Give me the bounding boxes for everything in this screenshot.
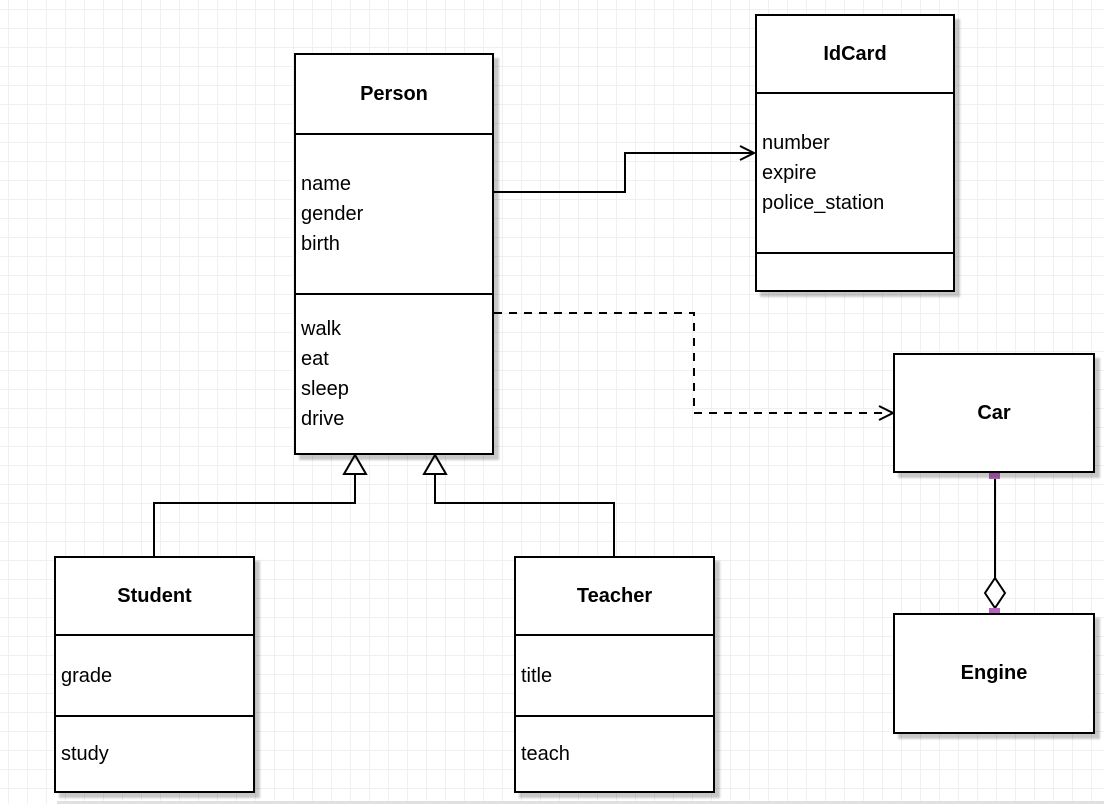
class-engine[interactable]: Engine	[893, 613, 1095, 734]
class-person[interactable]: Person name gender birth walk eat sleep …	[294, 53, 494, 455]
class-person-methods: walk eat sleep drive	[296, 293, 492, 453]
class-idcard[interactable]: IdCard number expire police_station	[755, 14, 955, 292]
page-edge	[57, 801, 1104, 804]
edge-person-idcard[interactable]	[494, 152, 752, 193]
method-row: study	[61, 743, 109, 765]
class-student-title: Student	[117, 584, 192, 607]
generalization-triangle-student-icon	[342, 453, 368, 475]
attribute-row: gender	[301, 203, 364, 225]
class-car[interactable]: Car	[893, 353, 1095, 473]
method-row: walk	[301, 318, 342, 340]
class-teacher[interactable]: Teacher title teach	[514, 556, 715, 793]
connection-point-car[interactable]	[989, 468, 1000, 479]
method-row: sleep	[301, 378, 349, 400]
method-row: drive	[301, 408, 345, 430]
attribute-row: title	[521, 664, 553, 687]
method-row: eat	[301, 348, 329, 370]
class-teacher-attributes: title	[516, 634, 713, 715]
attribute-row: expire	[762, 162, 817, 184]
class-idcard-title: IdCard	[823, 42, 887, 65]
class-teacher-methods: teach	[516, 715, 713, 791]
class-person-title: Person	[360, 82, 428, 105]
attribute-row: birth	[301, 233, 340, 255]
class-student[interactable]: Student grade study	[54, 556, 255, 793]
class-student-attributes: grade	[56, 634, 253, 715]
class-idcard-attributes: number expire police_station	[757, 92, 953, 252]
class-idcard-methods	[757, 252, 953, 290]
edge-person-car[interactable]	[494, 312, 883, 414]
class-person-attributes: name gender birth	[296, 133, 492, 293]
class-engine-title: Engine	[960, 662, 1028, 684]
open-arrowhead-idcard-icon	[739, 145, 757, 161]
edge-student-person[interactable]	[153, 474, 356, 556]
edge-teacher-person[interactable]	[434, 474, 615, 556]
attribute-row: number	[762, 132, 830, 154]
class-car-title: Car	[977, 401, 1011, 424]
attribute-row: police_station	[762, 192, 885, 214]
class-student-methods: study	[56, 715, 253, 791]
method-row: teach	[521, 743, 570, 765]
generalization-triangle-teacher-icon	[422, 453, 448, 475]
class-teacher-title: Teacher	[576, 584, 653, 607]
attribute-row: grade	[61, 664, 113, 687]
attribute-row: name	[301, 173, 352, 195]
aggregation-diamond-icon	[983, 576, 1007, 610]
